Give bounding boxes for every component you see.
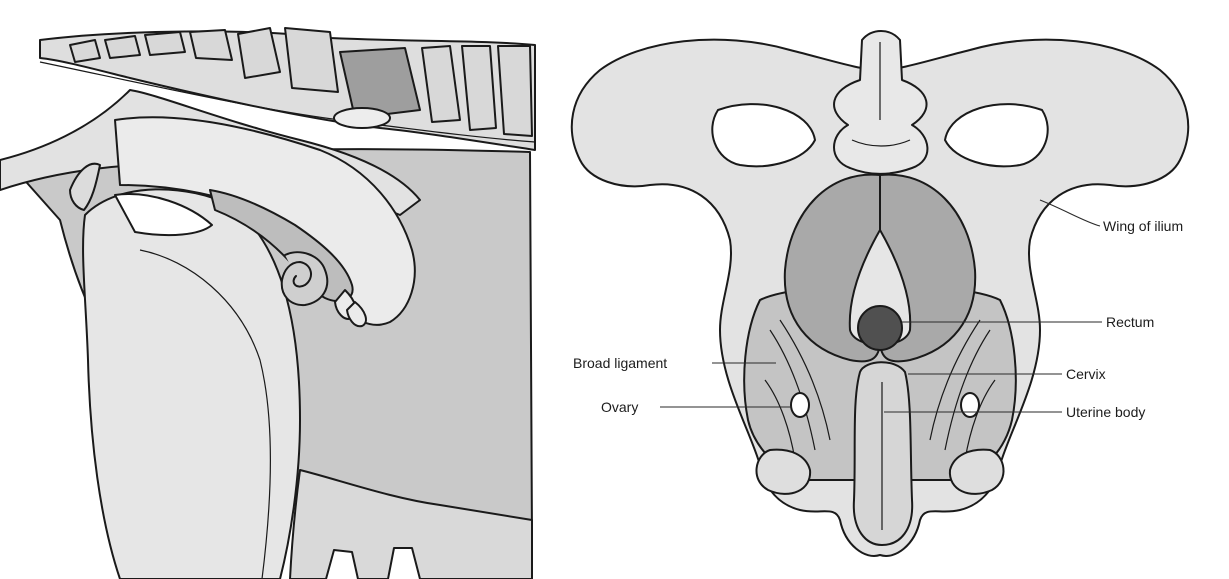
lateral-view-illustration xyxy=(0,28,535,579)
label-wing-of-ilium: Wing of ilium xyxy=(1103,218,1183,234)
label-cervix: Cervix xyxy=(1066,366,1106,382)
ovary-right xyxy=(961,393,979,417)
label-rectum: Rectum xyxy=(1106,314,1154,330)
label-ovary: Ovary xyxy=(601,399,638,415)
sacrum xyxy=(834,31,927,174)
kidney-shape xyxy=(334,108,390,128)
pelvis-caudal-view-illustration xyxy=(572,31,1188,556)
cervix-uterine-body xyxy=(854,362,912,545)
leader-wing-of-ilium xyxy=(1040,200,1100,226)
label-broad-ligament: Broad ligament xyxy=(573,355,667,371)
label-uterine-body: Uterine body xyxy=(1066,404,1145,420)
rectum-lumen xyxy=(858,306,902,350)
ovary-left xyxy=(791,393,809,417)
